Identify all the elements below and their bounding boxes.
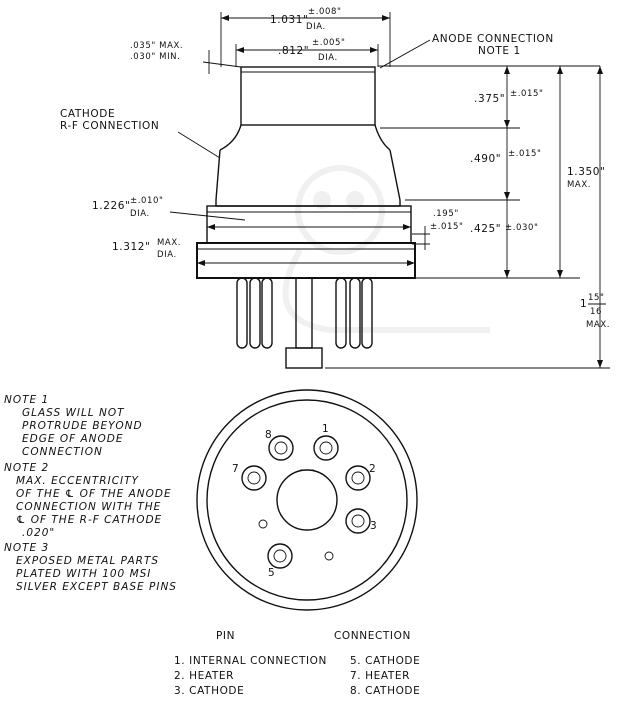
base-inner-circle — [206, 399, 408, 601]
dim-anode-id-dia: DIA. — [318, 53, 338, 63]
center-post — [285, 347, 323, 369]
pin-label-2: 2 — [369, 463, 376, 475]
dim-1226: 1.226" — [92, 200, 131, 212]
pin-5 — [267, 543, 293, 569]
dim-anode-id-tol: ±.005" — [312, 38, 346, 48]
dim-1226-tol: ±.010" — [130, 196, 164, 206]
dim-1312: 1.312" — [112, 241, 151, 253]
note2-line: .020" — [22, 527, 55, 539]
dim-1350: 1.350" — [567, 166, 606, 178]
note2-title: NOTE 2 — [4, 462, 49, 474]
tube-side-view — [196, 66, 416, 369]
table-row: 5. CATHODE — [350, 655, 420, 667]
pin-label-3: 3 — [370, 520, 377, 532]
tube-body — [215, 149, 401, 207]
blank-pin-dot — [324, 551, 334, 561]
base-bottom-view: 1 2 3 5 7 8 — [196, 389, 418, 611]
dim-overall-max: MAX. — [586, 320, 610, 330]
dim-lip-max: .035" MAX. — [130, 41, 183, 51]
table-row: 7. HEATER — [350, 670, 410, 682]
dim-overall-whole: 1 — [580, 298, 587, 310]
dim-1312-dia: DIA. — [157, 250, 177, 260]
dim-1312-max: MAX. — [157, 238, 181, 248]
base-flange — [196, 242, 416, 279]
pin-1 — [313, 435, 339, 461]
pin-7 — [241, 465, 267, 491]
notes-block: NOTE 1 GLASS WILL NOT PROTRUDE BEYOND ED… — [4, 394, 177, 593]
note3-line: SILVER EXCEPT BASE PINS — [16, 581, 177, 593]
note1-line: PROTRUDE BEYOND — [22, 420, 143, 432]
table-row: 1. INTERNAL CONNECTION — [174, 655, 327, 667]
watermark — [282, 165, 490, 333]
anode-label: ANODE CONNECTION — [432, 33, 554, 45]
dimension-lines — [169, 12, 610, 369]
dim-425: .425" — [470, 223, 501, 235]
cathode-label: CATHODE — [60, 108, 115, 120]
base-pins — [236, 277, 373, 369]
base-outer-circle — [196, 389, 418, 611]
dim-lip-min: .030" MIN. — [130, 52, 180, 62]
dim-195-tol: ±.015" — [430, 222, 464, 232]
note2-line: OF THE ℄ OF THE ANODE — [16, 488, 172, 500]
dim-overall-num: 15" — [588, 293, 605, 303]
dim-1226-dia: DIA. — [130, 209, 150, 219]
col-header-pin: PIN — [216, 630, 235, 642]
dim-top-od: 1.031" — [270, 14, 309, 26]
note3-line: EXPOSED METAL PARTS — [16, 555, 159, 567]
shoulder — [219, 124, 391, 151]
note3-title: NOTE 3 — [4, 542, 49, 554]
pin-3 — [345, 508, 371, 534]
table-row: 8. CATHODE — [350, 685, 420, 697]
dim-375-tol: ±.015" — [510, 89, 544, 99]
anode-cap — [240, 66, 376, 126]
dim-overall-den: 16 — [590, 307, 602, 317]
dim-490-tol: ±.015" — [508, 149, 542, 159]
dim-top-od-tol: ±.008" — [308, 7, 342, 17]
cathode-rf-label: R-F CONNECTION — [60, 120, 159, 132]
note2-line: MAX. ECCENTRICITY — [16, 475, 140, 487]
dim-195: .195" — [433, 209, 459, 219]
dim-375: .375" — [474, 93, 505, 105]
note1-line: EDGE OF ANODE — [22, 433, 124, 445]
dim-425-tol: ±.030" — [505, 223, 539, 233]
dim-anode-id: .812" — [278, 45, 309, 57]
pin-label-1: 1 — [322, 423, 329, 435]
pin-label-5: 5 — [268, 567, 275, 579]
note1-title: NOTE 1 — [4, 394, 49, 406]
note1-line: CONNECTION — [22, 446, 103, 458]
dim-490: .490" — [470, 153, 501, 165]
pin-connection-table: PIN CONNECTION 1. INTERNAL CONNECTION 2.… — [174, 630, 420, 697]
anode-note-ref: NOTE 1 — [478, 45, 521, 57]
note2-line: ℄ OF THE R-F CATHODE — [16, 514, 162, 526]
dim-1350-max: MAX. — [567, 180, 591, 190]
pin-label-7: 7 — [232, 463, 239, 475]
center-post-circle — [276, 469, 338, 531]
pin-8 — [268, 435, 294, 461]
pin-label-8: 8 — [265, 429, 272, 441]
table-row: 3. CATHODE — [174, 685, 244, 697]
table-row: 2. HEATER — [174, 670, 234, 682]
blank-pin-dot — [258, 519, 268, 529]
pin-2 — [345, 465, 371, 491]
center-pin — [295, 277, 313, 349]
note1-line: GLASS WILL NOT — [22, 407, 125, 419]
note2-line: CONNECTION WITH THE — [16, 501, 161, 513]
callout-labels: ANODE CONNECTION NOTE 1 CATHODE R-F CONN… — [60, 33, 554, 132]
col-header-connection: CONNECTION — [334, 630, 411, 642]
note3-line: PLATED WITH 100 MSI — [16, 568, 151, 580]
dim-top-od-dia: DIA. — [306, 22, 326, 32]
dimension-text: 1.031" ±.008" DIA. .812" ±.005" DIA. .03… — [92, 7, 610, 330]
